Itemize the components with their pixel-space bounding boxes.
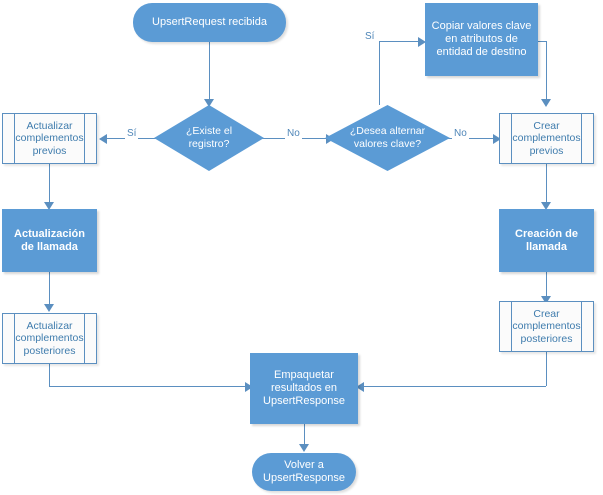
arrowhead-updatepost-to-package bbox=[245, 382, 253, 392]
connector-updatepost-to-package-horizontal bbox=[49, 386, 248, 387]
arrowhead-start-to-exists bbox=[204, 99, 214, 107]
node-start-label: UpsertRequest recibida bbox=[152, 16, 267, 29]
arrowhead-toggle-yes bbox=[418, 37, 426, 47]
arrowhead-createpost-to-package bbox=[356, 382, 364, 392]
connector-updatecall-to-updatepost bbox=[49, 272, 50, 310]
node-copy-key-values[interactable]: Copiar valores clave en atributos de ent… bbox=[425, 3, 538, 76]
node-update-pre-plugins[interactable]: Actualizar complementos previos bbox=[2, 113, 97, 164]
diamond-shape-icon bbox=[154, 105, 264, 171]
arrowhead-createcall-to-createpost bbox=[541, 296, 551, 304]
diamond-shape-icon bbox=[325, 105, 450, 171]
node-package-results[interactable]: Empaquetar resultados en UpsertResponse bbox=[250, 353, 358, 424]
arrowhead-updatepre-to-updatecall bbox=[44, 202, 54, 210]
edge-label-toggle-yes: Sí bbox=[363, 31, 377, 42]
arrowhead-toggle-no bbox=[493, 134, 501, 144]
node-decision-toggle-key-values[interactable]: ¿Desea alternar valores clave? bbox=[325, 105, 450, 171]
node-decision-toggle-key-values-label: ¿Desea alternar valores clave? bbox=[349, 125, 426, 150]
node-return-upsert-response-label: Volver a UpsertResponse bbox=[263, 459, 345, 484]
node-copy-key-values-label: Copiar valores clave en atributos de ent… bbox=[431, 20, 532, 58]
connector-toggle-yes-vertical bbox=[379, 41, 380, 105]
connector-createpre-to-createcall bbox=[546, 164, 547, 208]
arrowhead-createpre-to-createcall bbox=[541, 202, 551, 210]
connector-toggle-yes-horizontal bbox=[379, 41, 421, 42]
node-decision-record-exists-label: ¿Existe el registro? bbox=[185, 125, 233, 150]
arrowhead-package-to-return bbox=[299, 444, 309, 452]
node-start-upsert-request[interactable]: UpsertRequest recibida bbox=[133, 3, 286, 42]
node-update-call-label: Actualización de llamada bbox=[14, 227, 85, 253]
node-create-pre-plugins[interactable]: Crear complementos previos bbox=[499, 113, 594, 164]
edge-label-exists-no: No bbox=[285, 128, 302, 139]
connector-copy-to-create-vertical bbox=[546, 41, 547, 103]
arrowhead-exists-yes bbox=[99, 134, 107, 144]
node-create-post-plugins-label: Crear complementos posteriores bbox=[512, 307, 581, 345]
node-package-results-label: Empaquetar resultados en UpsertResponse bbox=[263, 369, 345, 407]
node-create-call-label: Creación de llamada bbox=[515, 227, 578, 253]
arrowhead-copy-to-create bbox=[541, 99, 551, 107]
node-create-pre-plugins-label: Crear complementos previos bbox=[512, 119, 581, 157]
connector-copy-to-create-horizontal bbox=[538, 41, 546, 42]
node-decision-record-exists[interactable]: ¿Existe el registro? bbox=[154, 105, 264, 171]
edge-label-exists-yes: Sí bbox=[125, 128, 139, 139]
node-update-call[interactable]: Actualización de llamada bbox=[2, 209, 97, 272]
connector-package-to-return bbox=[304, 424, 305, 450]
connector-start-to-exists bbox=[209, 42, 210, 104]
node-return-upsert-response[interactable]: Volver a UpsertResponse bbox=[252, 453, 356, 491]
connector-updatepost-to-package-vertical bbox=[49, 364, 50, 386]
node-update-post-plugins-label: Actualizar complementos posteriores bbox=[15, 319, 84, 357]
connector-createpost-to-package-horizontal bbox=[361, 386, 546, 387]
node-create-post-plugins[interactable]: Crear complementos posteriores bbox=[499, 301, 594, 352]
connector-createcall-to-createpost bbox=[546, 272, 547, 302]
node-create-call[interactable]: Creación de llamada bbox=[499, 209, 594, 272]
connector-updatepre-to-updatecall bbox=[49, 164, 50, 208]
connector-createpost-to-package-vertical bbox=[546, 352, 547, 386]
edge-label-toggle-no: No bbox=[452, 128, 469, 139]
connector-toggle-no bbox=[446, 138, 496, 139]
arrowhead-updatecall-to-updatepost bbox=[44, 304, 54, 312]
node-update-post-plugins[interactable]: Actualizar complementos posteriores bbox=[2, 313, 97, 364]
node-update-pre-plugins-label: Actualizar complementos previos bbox=[15, 119, 84, 157]
